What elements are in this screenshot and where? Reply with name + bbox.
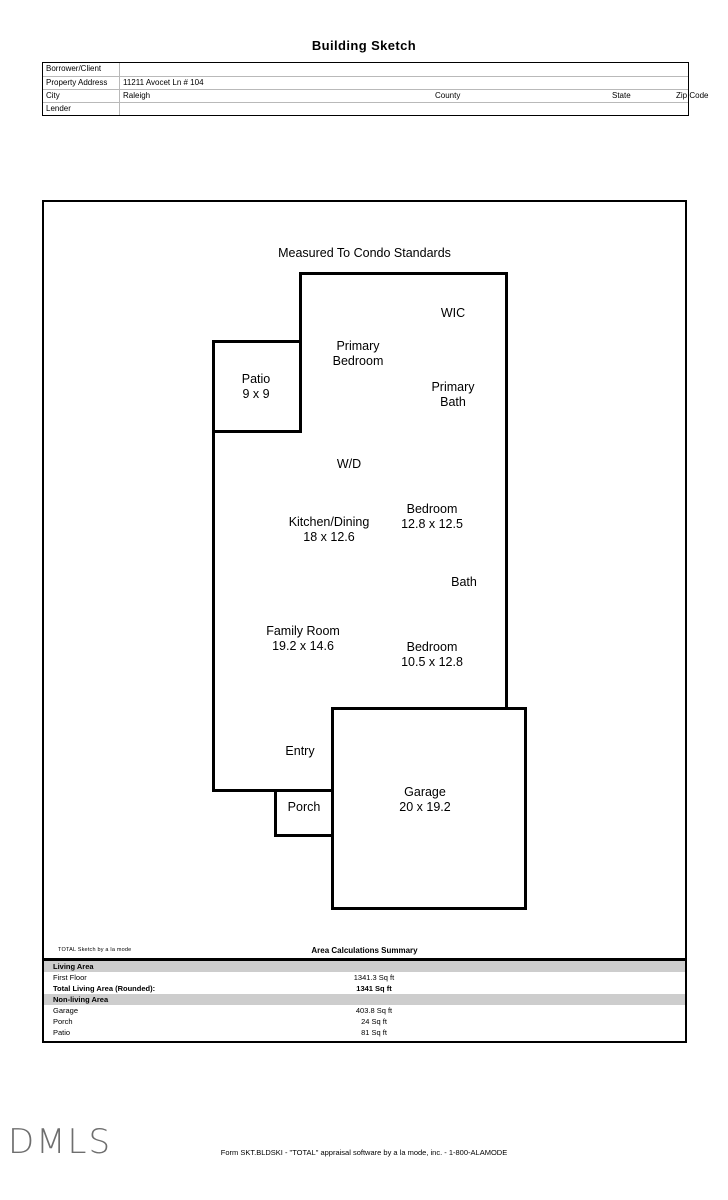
wall-patio-right — [299, 340, 302, 433]
property-info-table: Borrower/Client Property Address 11211 A… — [42, 62, 708, 116]
room-label-bath: Bath — [451, 575, 477, 590]
table-row-borrower: Borrower/Client — [43, 63, 688, 77]
room-name-bath: Bath — [451, 575, 477, 589]
label-county: County — [435, 90, 461, 100]
room-name-bedroom-2: Bedroom — [406, 640, 458, 654]
label-zip-code: Zip Code — [676, 90, 709, 100]
label-borrower-client: Borrower/Client — [43, 63, 120, 77]
wall-garage-left — [331, 707, 334, 910]
area-section-label-nonliving: Non-living Area — [53, 995, 109, 1004]
area-value-total-living: 1341 Sq ft — [356, 984, 392, 993]
area-row-total-living: Total Living Area (Rounded): 1341 Sq ft — [44, 983, 685, 994]
value-borrower-client — [119, 63, 688, 77]
room-label-family-room: Family Room 19.2 x 14.6 — [266, 624, 340, 654]
room-name-garage: Garage — [404, 785, 446, 799]
room-label-wd: W/D — [337, 457, 361, 472]
area-value-garage: 403.8 Sq ft — [355, 1006, 393, 1015]
wall-patio-left — [212, 340, 215, 433]
room-name-family-room: Family Room — [266, 624, 340, 638]
room-name-patio: Patio — [241, 372, 271, 386]
label-property-address: Property Address — [43, 76, 120, 90]
wall-main-right — [505, 272, 508, 710]
room-dim-bedroom-1: 12.8 x 12.5 — [401, 517, 463, 531]
area-label-porch: Porch — [53, 1017, 73, 1026]
room-dim-patio: 9 x 9 — [242, 387, 270, 401]
value-property-address: 11211 Avocet Ln # 104 — [119, 76, 688, 90]
area-calculations-divider — [44, 958, 685, 961]
wall-patio-bottom — [212, 430, 302, 433]
room-name-wic: WIC — [440, 306, 466, 320]
area-label-garage: Garage — [53, 1006, 79, 1015]
room-label-primary-bedroom: Primary Bedroom — [333, 339, 384, 369]
area-row-first-floor: First Floor 1341.3 Sq ft — [44, 972, 685, 983]
room-label-patio: Patio 9 x 9 — [242, 372, 271, 402]
table-row-city: City Raleigh County State Zip Code — [43, 89, 708, 103]
room-label-garage: Garage 20 x 19.2 — [399, 785, 450, 815]
area-section-label-living: Living Area — [53, 962, 94, 971]
area-section-heading-nonliving: Non-living Area — [44, 994, 685, 1005]
city-row-content: Raleigh County State Zip Code — [119, 89, 708, 103]
room-label-primary-bath: Primary Bath — [431, 380, 474, 410]
room-name-entry: Entry — [285, 744, 315, 758]
room-label-porch: Porch — [288, 800, 321, 815]
value-lender — [120, 102, 689, 115]
area-calculations-title: Area Calculations Summary — [311, 946, 418, 955]
room-dim-family-room: 19.2 x 14.6 — [272, 639, 334, 653]
area-value-first-floor: 1341.3 Sq ft — [353, 973, 395, 982]
floor-plan-drawing — [44, 202, 685, 1041]
wall-porch-bottom — [274, 834, 334, 837]
area-value-patio: 81 Sq ft — [361, 1028, 387, 1037]
wall-main-left-lower — [212, 430, 215, 792]
room-name-primary-bedroom-line1: Primary — [336, 339, 380, 353]
wall-porch-right — [331, 789, 334, 837]
area-row-garage: Garage 403.8 Sq ft — [44, 1005, 685, 1016]
room-dim-garage: 20 x 19.2 — [399, 800, 451, 814]
room-label-entry: Entry — [285, 744, 314, 759]
table-row-property-address: Property Address 11211 Avocet Ln # 104 — [43, 76, 688, 90]
label-city: City — [43, 89, 120, 103]
wall-garage-top — [331, 707, 527, 710]
form-footer-text: Form SKT.BLDSKI - "TOTAL" appraisal soft… — [220, 1148, 508, 1157]
area-calculations-body: Living Area First Floor 1341.3 Sq ft Tot… — [44, 961, 685, 1038]
page-title: Building Sketch — [311, 38, 417, 53]
area-value-porch: 24 Sq ft — [361, 1017, 387, 1026]
room-name-wd: W/D — [336, 457, 362, 471]
room-dim-kitchen-dining: 18 x 12.6 — [303, 530, 355, 544]
label-state: State — [612, 90, 631, 100]
room-name-porch: Porch — [287, 800, 321, 814]
wall-garage-bottom — [331, 907, 527, 910]
area-section-heading-living: Living Area — [44, 961, 685, 972]
room-label-wic: WIC — [441, 306, 465, 321]
room-label-kitchen-dining: Kitchen/Dining 18 x 12.6 — [289, 515, 370, 545]
wall-main-upper-left — [299, 272, 302, 343]
area-row-patio: Patio 81 Sq ft — [44, 1027, 685, 1038]
wall-main-bottom-left — [212, 789, 334, 792]
dmls-watermark: DMLS — [8, 1122, 113, 1162]
room-name-bedroom-1: Bedroom — [406, 502, 458, 516]
area-label-total-living: Total Living Area (Rounded): — [53, 984, 156, 993]
area-label-first-floor: First Floor — [53, 973, 87, 982]
wall-patio-top — [212, 340, 302, 343]
wall-main-bottom-right — [334, 707, 508, 710]
room-name-primary-bath-line2: Bath — [440, 395, 466, 409]
room-label-bedroom-1: Bedroom 12.8 x 12.5 — [401, 502, 463, 532]
room-name-primary-bath-line1: Primary — [431, 380, 475, 394]
wall-porch-left — [274, 789, 277, 837]
value-city: Raleigh — [123, 90, 151, 100]
room-label-bedroom-2: Bedroom 10.5 x 12.8 — [401, 640, 463, 670]
table-row-lender: Lender — [43, 102, 688, 115]
area-row-porch: Porch 24 Sq ft — [44, 1016, 685, 1027]
room-dim-bedroom-2: 10.5 x 12.8 — [401, 655, 463, 669]
wall-garage-right — [524, 707, 527, 910]
total-sketch-credit: TOTAL Sketch by a la mode — [58, 947, 132, 953]
area-label-patio: Patio — [53, 1028, 71, 1037]
wall-main-top — [299, 272, 508, 275]
measured-standards-note: Measured To Condo Standards — [278, 246, 451, 260]
label-lender: Lender — [43, 102, 120, 115]
room-name-kitchen-dining: Kitchen/Dining — [288, 515, 370, 529]
room-name-primary-bedroom-line2: Bedroom — [332, 354, 384, 368]
building-sketch-panel: Measured To Condo Standards — [42, 200, 687, 1043]
